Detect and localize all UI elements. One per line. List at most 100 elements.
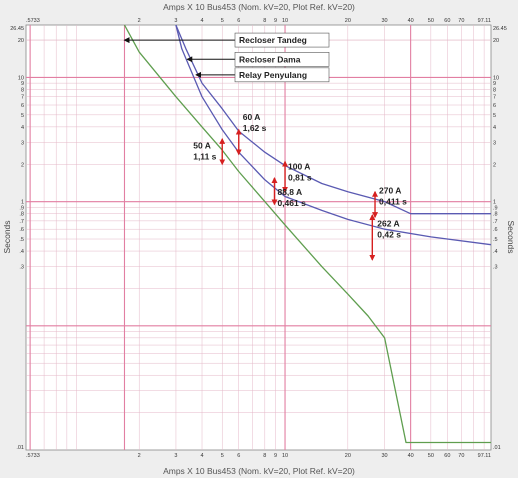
x-tick-label-top: 5 [221, 18, 224, 24]
annotation-time-label: 0,81 s [288, 173, 312, 183]
curve-recloser-tandeg [123, 24, 491, 444]
annotation-time-label: 0,42 s [377, 229, 401, 239]
x-tick-label-top: 40 [408, 18, 414, 24]
chart-title-bottom: Amps X 10 Bus453 (Nom. kV=20, Plot Ref. … [163, 466, 355, 476]
annotation-time-label: 0,411 s [379, 196, 407, 206]
x-tick-label-bottom: 50 [428, 453, 434, 459]
y-tick-label-right: .6 [493, 227, 498, 233]
y-tick-label-left: 2 [21, 162, 24, 168]
x-tick-label-bottom: 60 [444, 453, 450, 459]
x-tick-label-top: 9 [274, 18, 277, 24]
y-axis-label-right: Seconds [506, 220, 516, 253]
x-tick-label-top: 97.11 [478, 18, 491, 24]
x-tick-label-bottom: .5733 [26, 453, 40, 459]
y-tick-label-left: .01 [16, 445, 24, 451]
y-tick-label-left: 8 [21, 87, 24, 93]
annotation-time-label: 1,11 s [193, 152, 216, 162]
y-tick-label-right: .8 [493, 212, 498, 218]
x-tick-label-bottom: 70 [458, 453, 464, 459]
x-tick-label-top: 60 [444, 18, 450, 24]
y-tick-label-left: 20 [18, 38, 24, 44]
legend-label-relay-penyulang: Relay Penyulang [239, 70, 307, 80]
x-tick-label-bottom: 8 [263, 453, 266, 459]
annotation-current-label: 270 A [379, 185, 401, 195]
plot-background [25, 24, 492, 451]
y-tick-label-right: 2 [493, 162, 496, 168]
x-tick-label-top: 4 [200, 18, 203, 24]
legend-label-recloser-tandeg: Recloser Tandeg [239, 35, 307, 45]
x-tick-label-bottom: 20 [345, 453, 351, 459]
x-tick-label-top: 70 [458, 18, 464, 24]
x-tick-label-bottom: 4 [200, 453, 203, 459]
y-tick-label-right: .7 [493, 219, 498, 225]
y-tick-label-right: 10 [493, 75, 499, 81]
x-tick-label-top: 8 [263, 18, 266, 24]
x-tick-label-bottom: 97.11 [478, 453, 491, 459]
x-tick-label-top: .5733 [26, 18, 40, 24]
y-tick-label-right: 5 [493, 113, 496, 119]
y-tick-label-right: .4 [493, 249, 498, 255]
x-tick-label-top: 2 [138, 18, 141, 24]
y-tick-label-right: 7 [493, 95, 496, 101]
y-tick-label-left: 9 [21, 81, 24, 87]
y-tick-label-left: .3 [19, 265, 24, 271]
y-tick-label-left: 4 [21, 125, 24, 131]
legend-box-relay-penyulang [234, 67, 330, 83]
y-tick-label-left: .6 [19, 227, 24, 233]
x-tick-label-bottom: 5 [221, 453, 224, 459]
annotation-time-label: 1,62 s [243, 123, 267, 133]
y-tick-label-right: 4 [493, 125, 496, 131]
y-tick-label-right: .01 [493, 445, 501, 451]
x-tick-label-bottom: 10 [282, 453, 288, 459]
legend-box-recloser-dama [234, 52, 330, 67]
y-tick-label-right: 1 [493, 200, 496, 206]
x-tick-label-bottom: 2 [138, 453, 141, 459]
y-tick-label-left: .9 [19, 205, 24, 211]
x-tick-label-top: 6 [237, 18, 240, 24]
x-ticks: .5733 .5733 2 2 3 3 4 4 5 5 6 6 8 8 9 9 10 10 20 20 30 30 40 40… [26, 18, 491, 459]
x-tick-label-bottom: 30 [382, 453, 388, 459]
annotation-current-label: 100 A [288, 162, 310, 172]
y-tick-label-right: .3 [493, 265, 498, 271]
x-tick-label-bottom: 3 [174, 453, 177, 459]
y-tick-label-left: .7 [19, 219, 24, 225]
x-tick-label-top: 3 [174, 18, 177, 24]
y-tick-label-right: 20 [493, 38, 499, 44]
annotation-current-label: 88,8 A [277, 187, 302, 197]
y-tick-label-left: 10 [18, 75, 24, 81]
y-tick-label-right: 9 [493, 81, 496, 87]
y-tick-label-left: 5 [21, 113, 24, 119]
y-tick-label-left: 26.45 [10, 26, 24, 32]
chart-title-top: Amps X 10 Bus453 (Nom. kV=20, Plot Ref. … [163, 2, 355, 12]
y-tick-label-left: .5 [19, 237, 24, 243]
y-tick-label-left: 1 [21, 200, 24, 206]
y-axis-label-left: Seconds [2, 220, 12, 253]
x-tick-label-top: 20 [345, 18, 351, 24]
y-tick-label-left: .8 [19, 212, 24, 218]
y-tick-label-right: 26.45 [493, 26, 507, 32]
x-tick-label-top: 30 [382, 18, 388, 24]
x-tick-label-top: 10 [282, 18, 288, 24]
legend-box-recloser-tandeg [234, 32, 330, 48]
annotation-current-label: 50 A [193, 141, 211, 151]
y-tick-label-left: .4 [19, 249, 24, 255]
x-tick-label-bottom: 9 [274, 453, 277, 459]
annotation-time-label: 0,461 s [277, 198, 306, 208]
y-tick-label-left: 7 [21, 95, 24, 101]
x-tick-label-bottom: 6 [237, 453, 240, 459]
y-tick-label-right: .5 [493, 237, 498, 243]
y-tick-label-left: 3 [21, 140, 24, 146]
x-tick-label-bottom: 40 [408, 453, 414, 459]
y-tick-label-left: 6 [21, 103, 24, 109]
y-tick-label-right: 3 [493, 140, 496, 146]
x-tick-label-top: 50 [428, 18, 434, 24]
annotation-current-label: 262 A [377, 218, 399, 228]
legend-label-recloser-dama: Recloser Dama [239, 54, 301, 64]
y-tick-label-right: .9 [493, 205, 498, 211]
annotation-current-label: 60 A [243, 112, 261, 122]
y-tick-label-right: 8 [493, 87, 496, 93]
